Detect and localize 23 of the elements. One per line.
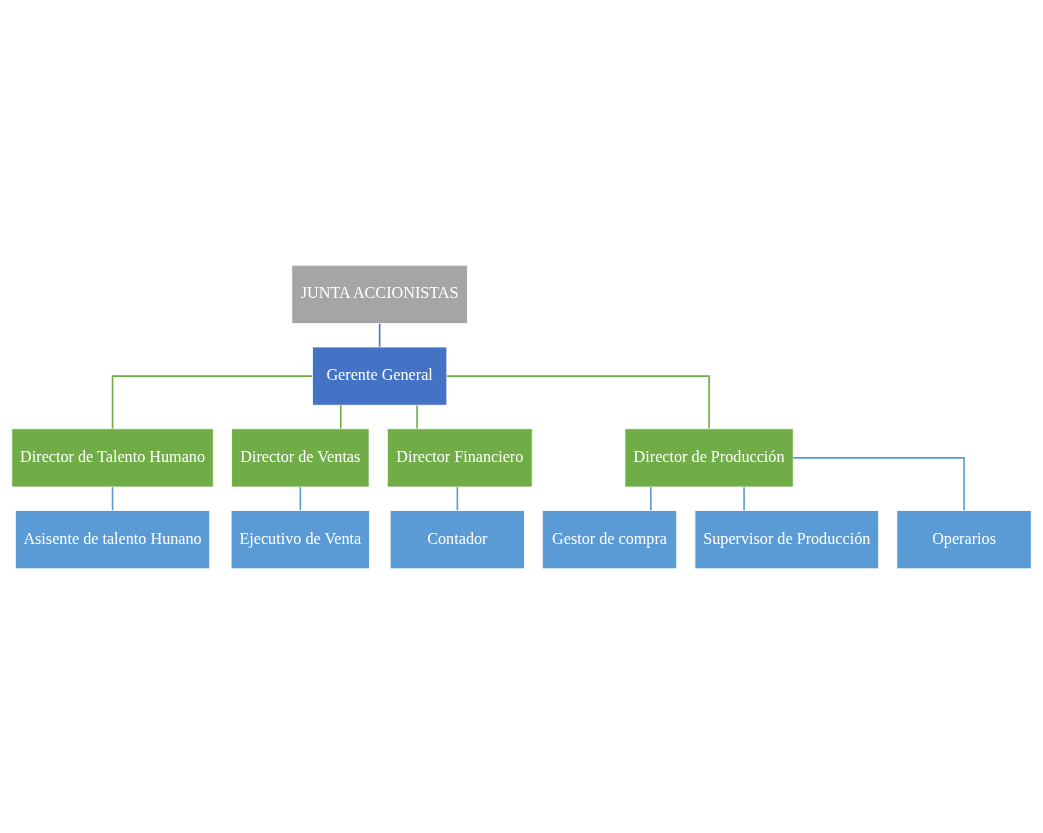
node-box: Director Financiero	[386, 427, 533, 487]
node-box: Gerente General	[312, 346, 448, 406]
connector	[650, 485, 652, 511]
node-box: Contador	[389, 509, 525, 569]
node-box: JUNTA ACCIONISTAS	[291, 264, 468, 324]
connector	[446, 374, 710, 429]
node-box: Asisente de talento Hunano	[15, 509, 211, 569]
connector	[416, 404, 418, 429]
node-box: Operarios	[896, 509, 1032, 569]
connector	[111, 374, 314, 429]
node-box: Director de Ventas	[231, 427, 370, 487]
connector	[378, 322, 381, 348]
connector	[792, 456, 965, 511]
connector	[299, 485, 302, 511]
node-box: Director de Talento Humano	[11, 427, 214, 487]
connector	[340, 404, 342, 429]
node-box: Ejecutivo de Venta	[230, 509, 370, 569]
connector	[743, 485, 745, 511]
node-box: Supervisor de Producción	[694, 509, 880, 569]
connector	[111, 485, 114, 511]
node-box: Gestor de compra	[541, 509, 678, 569]
node-box: Director de Producción	[624, 427, 794, 487]
connector	[456, 485, 459, 511]
